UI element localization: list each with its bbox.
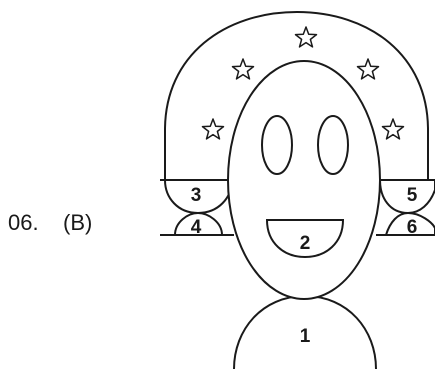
label-lower-right-number: 6 <box>407 217 418 238</box>
label-body-number: 1 <box>300 326 311 347</box>
stars-group <box>201 26 405 140</box>
star-icon <box>231 58 255 80</box>
question-number: 06. <box>8 210 39 235</box>
label-upper-left-number: 3 <box>191 185 202 206</box>
face-oval <box>227 60 381 300</box>
label-lower-left-number: 4 <box>191 217 202 238</box>
mouth <box>265 219 345 259</box>
star-icon <box>381 118 405 140</box>
outer-arch <box>164 10 429 180</box>
star-icon <box>356 58 380 80</box>
label-mouth-number: 2 <box>300 233 311 254</box>
star-icon <box>201 118 225 140</box>
star-icon <box>294 26 318 48</box>
right-lower-half <box>384 211 435 236</box>
left-eye <box>261 115 293 175</box>
option-label: (B) <box>63 210 93 235</box>
label-upper-right-number: 5 <box>407 185 418 206</box>
right-eye <box>317 115 349 175</box>
left-lower-half <box>173 211 224 236</box>
